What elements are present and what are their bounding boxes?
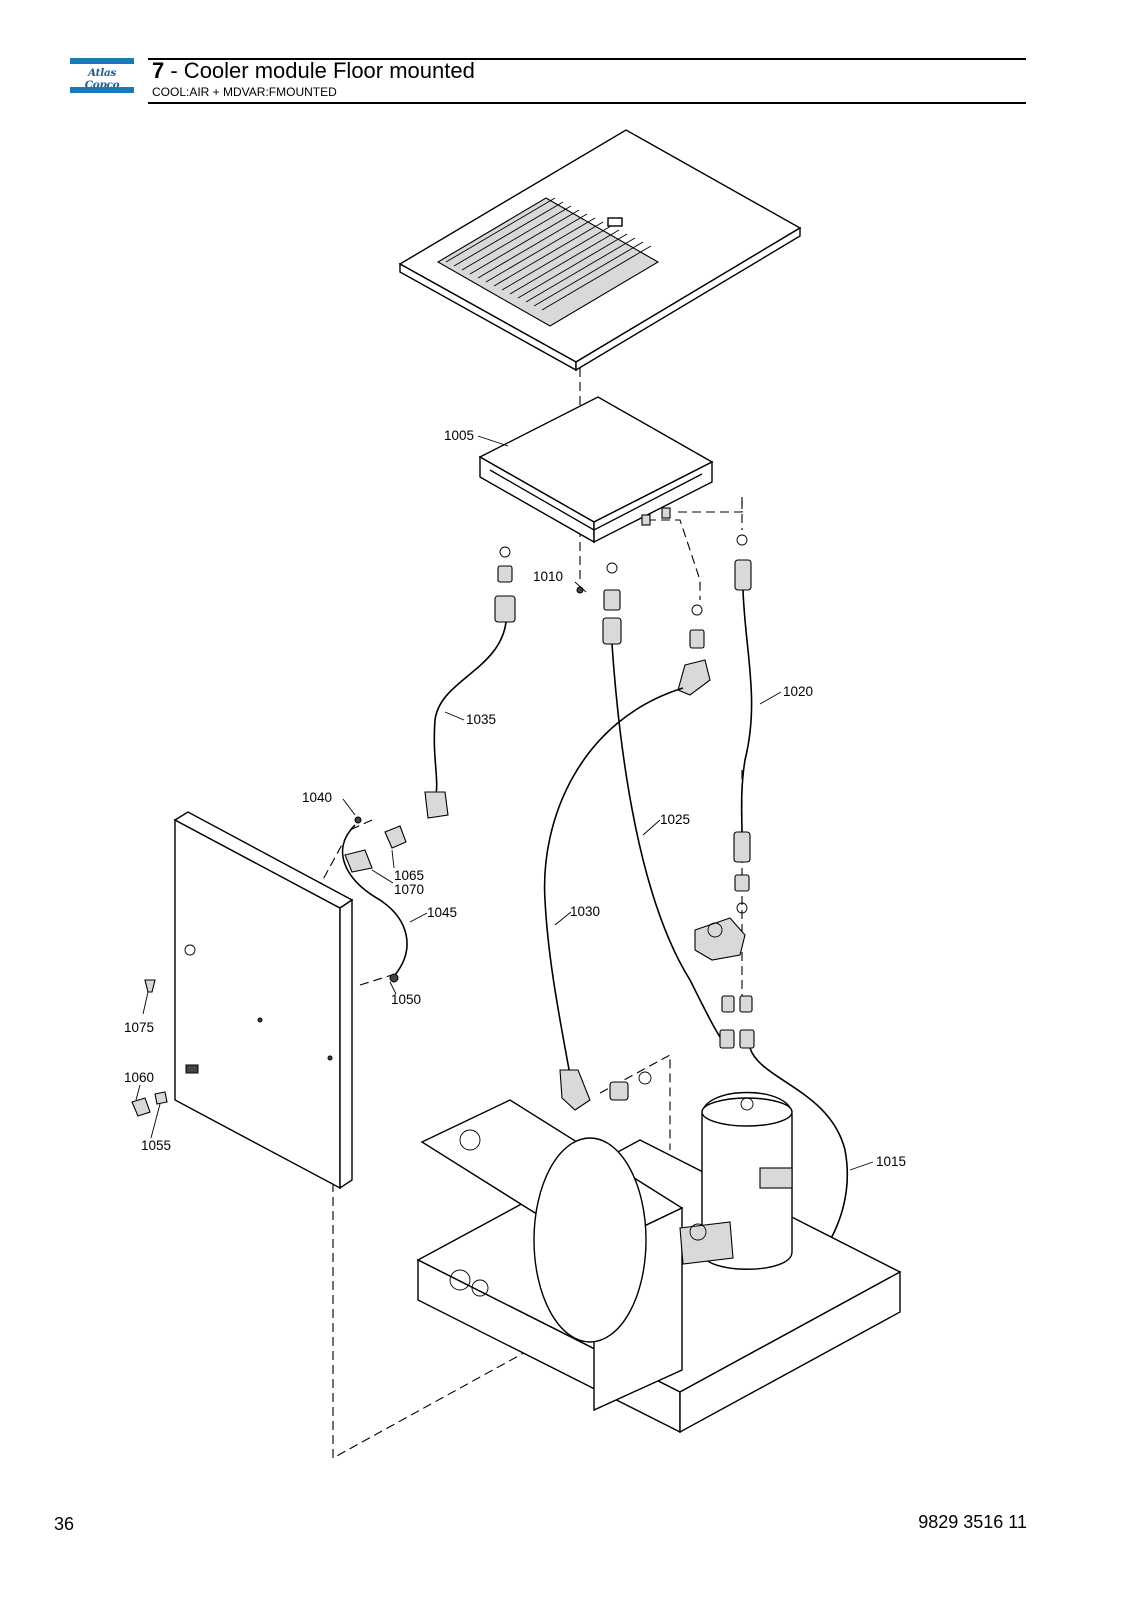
callout-labels: 1005 1010 1015 1020 1025 1030 1035 1040 … bbox=[124, 428, 906, 1169]
callout-1025: 1025 bbox=[660, 812, 690, 827]
document-number: 9829 3516 11 bbox=[918, 1512, 1027, 1532]
side-panel bbox=[131, 811, 354, 1190]
callout-1035: 1035 bbox=[466, 712, 496, 727]
base-frame bbox=[416, 1099, 902, 1434]
callout-1055: 1055 bbox=[141, 1138, 171, 1153]
receiver-tank bbox=[679, 1091, 793, 1270]
cooler-1005 bbox=[478, 396, 714, 544]
atlas-copco-logo: Atlas Copco bbox=[70, 58, 134, 94]
callout-1015: 1015 bbox=[876, 1154, 906, 1169]
callout-1030: 1030 bbox=[570, 904, 600, 919]
page-number: 36 bbox=[54, 1514, 75, 1534]
callout-1060: 1060 bbox=[124, 1070, 154, 1085]
callout-1045: 1045 bbox=[427, 905, 457, 920]
top-cover-grille bbox=[445, 197, 652, 311]
chapter-title: - Cooler module Floor mounted bbox=[164, 58, 475, 83]
leader-lines bbox=[135, 435, 874, 1171]
callout-1050: 1050 bbox=[391, 992, 421, 1007]
callout-1005: 1005 bbox=[444, 428, 474, 443]
callout-1075: 1075 bbox=[124, 1020, 154, 1035]
callout-1070: 1070 bbox=[394, 882, 424, 897]
chapter-number: 7 bbox=[152, 58, 165, 83]
page-subtitle: COOL:AIR + MDVAR:FMOUNTED bbox=[152, 85, 337, 99]
header-rule-top bbox=[148, 58, 1026, 60]
callout-1020: 1020 bbox=[783, 684, 813, 699]
callout-1010: 1010 bbox=[533, 569, 563, 584]
callout-1065: 1065 bbox=[394, 868, 424, 883]
page-title: 7 - Cooler module Floor mounted bbox=[152, 58, 475, 84]
logo-bar-top bbox=[70, 58, 134, 64]
header-rule-bottom bbox=[148, 102, 1026, 104]
logo-bar-bottom bbox=[70, 87, 134, 93]
fittings-and-hoses bbox=[341, 534, 849, 1332]
callout-1040: 1040 bbox=[302, 790, 332, 805]
top-cover-panel bbox=[398, 129, 802, 372]
